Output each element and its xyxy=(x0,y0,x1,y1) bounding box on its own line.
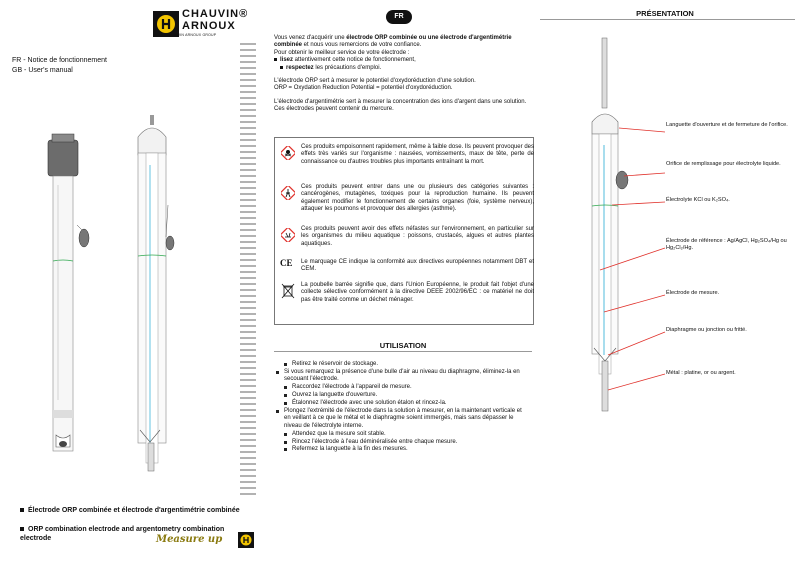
presentation-divider xyxy=(540,19,795,20)
utilisation-step: Retirez le réservoir de stockage. xyxy=(274,361,530,368)
label-diaphragm: Diaphragme ou jonction ou fritté. xyxy=(666,327,747,333)
utilisation-title: UTILISATION xyxy=(379,341,427,350)
square-bullet-icon xyxy=(20,508,24,513)
utilisation-step: Rincez l'électrode à l'eau déminéralisée… xyxy=(274,439,530,446)
utilisation-step: Si vous remarquez la présence d'une bull… xyxy=(274,369,530,384)
electrode-illustration-1 xyxy=(47,133,90,452)
language-badge-fr: FR xyxy=(386,10,412,24)
intro-text: Vous venez d'acquérir une électrode ORP … xyxy=(274,35,527,113)
warning-ce: CE Le marquage CE indique la conformité … xyxy=(280,258,534,273)
label-measure-electrode: Électrode de mesure. xyxy=(666,290,720,296)
square-bullet-icon xyxy=(280,65,283,69)
utilisation-step: Ouvrez la languette d'ouverture. xyxy=(274,392,530,399)
warning-health: Ces produits peuvent entrer dans une ou … xyxy=(275,184,534,224)
label-electrolyte: Électrolyte KCl ou K₂SO₄. xyxy=(666,197,730,203)
left-panel: CHAUVIN® ARNOUX CHAUVIN ARNOUX GROUP FR … xyxy=(0,0,262,567)
ce-mark-icon: CE xyxy=(280,258,293,268)
square-bullet-icon xyxy=(284,448,287,452)
brand-group: CHAUVIN ARNOUX GROUP xyxy=(167,33,217,37)
utilisation-step: Plongez l'extrémité de l'électrode dans … xyxy=(274,408,530,430)
utilisation-step: Raccordez l'électrode à l'appareil de me… xyxy=(274,384,530,391)
square-bullet-icon xyxy=(276,370,279,374)
square-bullet-icon xyxy=(20,527,24,532)
square-bullet-icon xyxy=(284,363,287,366)
language-list: FR - Notice de fonctionnement GB - User'… xyxy=(12,56,107,76)
page-fold-marks xyxy=(240,43,256,495)
label-languette: Languette d'ouverture et de fermeture de… xyxy=(666,122,788,128)
square-bullet-icon xyxy=(284,386,287,390)
logo-emblem-small-icon xyxy=(238,532,254,548)
presentation-title: PRÉSENTATION xyxy=(636,9,694,18)
square-bullet-icon xyxy=(284,432,287,436)
utilisation-step: Refermez la languette à la fin des mesur… xyxy=(274,446,530,453)
health-hazard-icon xyxy=(281,186,295,200)
utilisation-step: Attendez que la mesure soit stable. xyxy=(274,431,530,438)
warning-weee: La poubelle barrée signifie que, dans l'… xyxy=(275,282,534,314)
brand-name-line1: CHAUVIN® xyxy=(182,8,249,20)
brand-name-line2: ARNOUX xyxy=(182,20,236,32)
label-metal: Métal : platine, or ou argent. xyxy=(666,370,736,376)
square-bullet-icon xyxy=(284,402,287,406)
square-bullet-icon xyxy=(276,409,279,413)
electrode-illustration-2 xyxy=(137,115,175,472)
square-bullet-icon xyxy=(274,58,277,62)
toxic-icon xyxy=(281,146,295,160)
utilisation-divider xyxy=(274,351,532,352)
safety-warnings-box: Ces produits empoisonnent rapidement, mê… xyxy=(274,137,534,325)
label-reference-electrode: Électrode de référence : Ag/AgCl, Hg₂SO₄… xyxy=(666,238,787,251)
warning-toxic: Ces produits empoisonnent rapidement, mê… xyxy=(275,144,534,184)
square-bullet-icon xyxy=(284,440,287,444)
measure-up-slogan: Measure up xyxy=(156,534,223,545)
warning-environment: Ces produits peuvent avoir des effets né… xyxy=(275,226,534,256)
product-title-en: ORP combination electrode and argentomet… xyxy=(20,526,225,542)
language-gb[interactable]: GB - User's manual xyxy=(12,67,73,74)
electrode-diagram xyxy=(591,37,666,412)
label-orifice: Orifice de remplissage pour électrolyte … xyxy=(666,161,781,167)
utilisation-step: Étalonnez l'électrode avec une solution … xyxy=(274,400,530,407)
product-title-fr: Électrode ORP combinée et électrode d'ar… xyxy=(20,506,252,515)
wheelie-bin-icon xyxy=(281,283,295,299)
language-fr[interactable]: FR - Notice de fonctionnement xyxy=(12,57,107,64)
environment-icon xyxy=(281,228,295,242)
logo-emblem-icon xyxy=(153,11,179,37)
square-bullet-icon xyxy=(284,394,287,398)
utilisation-list: Retirez le réservoir de stockage.Si vous… xyxy=(274,361,530,454)
